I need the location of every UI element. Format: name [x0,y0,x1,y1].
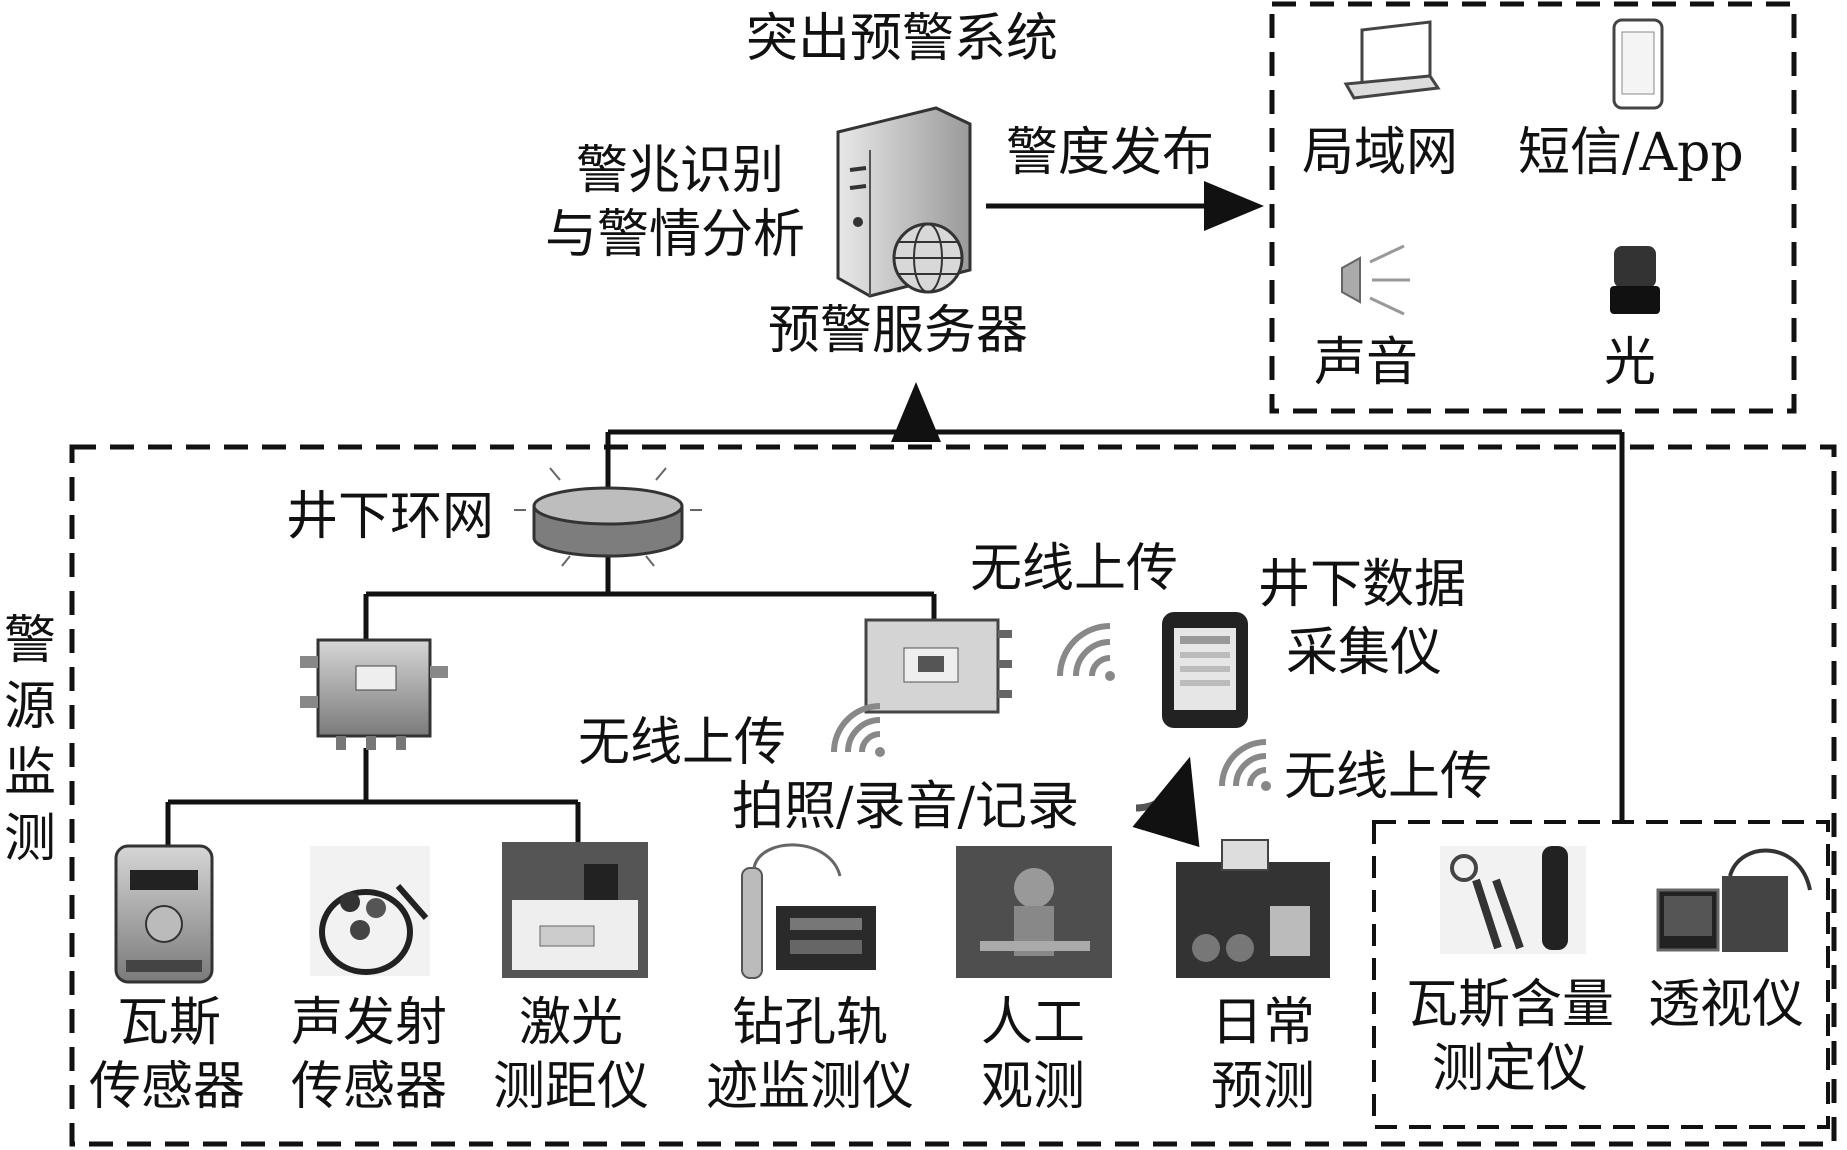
device-label-line2: 预测 [1210,1057,1315,1117]
gas-content-meter-icon [1440,846,1586,954]
laser-rangefinder-icon [502,842,648,978]
collector-label-line1: 井下数据 [1258,555,1467,615]
device-label-line2: 测定仪 [1431,1039,1588,1099]
device-label-line1: 人工 [980,993,1085,1053]
source-monitoring-frame [69,444,1837,1147]
junction-box-left-icon [300,638,448,750]
device-label-line2: 传感器 [88,1057,245,1117]
source-monitoring-label: 警 源 监 测 [0,608,60,872]
device-label-line2: 传感器 [290,1057,447,1117]
server-function-line1: 警兆识别 [575,141,784,201]
device-label-line1: 钻孔轨 [731,993,888,1053]
device-label-line2: 观测 [980,1057,1085,1117]
capture-arrow [1132,756,1200,848]
device-label-line1: 瓦斯 [116,993,221,1053]
device-label-line1: 日常 [1210,993,1315,1053]
wifi-icon-daily [1219,739,1271,791]
server-label: 预警服务器 [768,301,1029,361]
gas-devices-frame [1372,820,1830,1129]
server-icon [836,106,972,298]
wifi-icon-drill [831,703,885,757]
perspective-instrument-icon [1656,848,1812,952]
ring-network-label: 井下环网 [286,487,495,547]
device-label-line1: 瓦斯含量 [1405,975,1614,1035]
substation-box-icon [864,618,1012,714]
manual-observation-photo [956,846,1112,978]
output-light-label: 光 [1604,333,1657,393]
output-lan-label: 局域网 [1302,123,1459,183]
drill-track-monitor-icon [741,843,876,979]
server-function-line2: 与警情分析 [544,205,805,265]
system-title: 突出预警系统 [746,9,1059,69]
output-channels-frame [1269,1,1797,414]
output-sms-app-label: 短信/App [1518,123,1744,183]
acoustic-emission-sensor-icon [310,846,430,976]
device-label-line1: 透视仪 [1647,975,1804,1035]
source-monitoring-char: 警 [3,611,56,671]
output-sound-label: 声音 [1314,333,1419,393]
collector-label-line2: 采集仪 [1286,623,1443,683]
publish-label: 警度发布 [1006,123,1215,183]
wifi-icon-collector [1057,623,1115,681]
daily-prediction-kit-icon [1176,839,1330,978]
speaker-icon [1341,244,1410,316]
device-label-line2: 测距仪 [492,1057,649,1117]
wireless-upload-label-right: 无线上传 [1284,747,1493,807]
source-monitoring-char: 测 [3,809,56,869]
data-collector-icon [1162,612,1248,728]
gas-sensor-icon [114,844,214,984]
ring-network-icon [514,467,702,567]
capture-label: 拍照/录音/记录 [732,777,1080,837]
device-label-line1: 声发射 [290,993,447,1053]
smartphone-icon [1612,18,1664,110]
device-label-line1: 激光 [518,993,623,1053]
wireless-upload-label-middle: 无线上传 [578,713,787,773]
device-label-line2: 迹监测仪 [705,1057,914,1117]
wireless-upload-label-top: 无线上传 [970,539,1179,599]
source-monitoring-char: 源 [3,677,56,737]
beacon-light-icon [1610,246,1660,314]
source-monitoring-char: 监 [3,743,56,803]
laptop-icon [1343,20,1441,100]
